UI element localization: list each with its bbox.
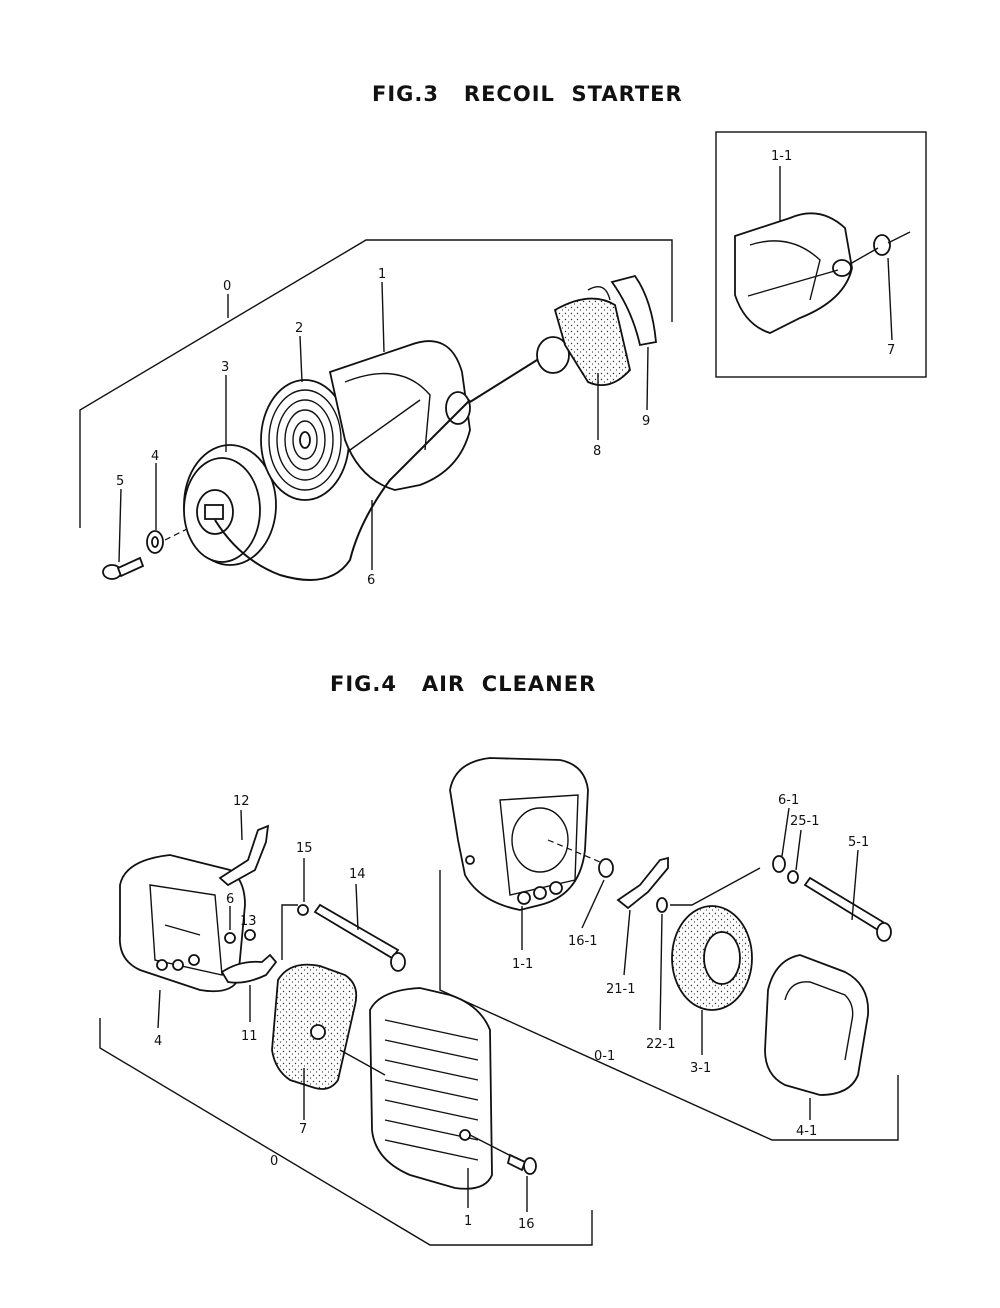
fig3-part-3-reel <box>183 444 277 566</box>
fig4-part-16-1 <box>598 858 614 878</box>
leader-fig4-6-1 <box>781 807 790 857</box>
leader-fig3-1 <box>381 281 385 353</box>
fig3-part-6-rope <box>214 399 471 581</box>
label-fig4-15: 15 <box>296 841 313 856</box>
fig4-part-15 <box>297 904 309 916</box>
leader-fig3-2 <box>299 335 303 383</box>
label-fig3-9: 9 <box>642 414 650 429</box>
fig4-part-11-plate <box>220 953 278 984</box>
fig3-diagram: 0 1 2 3 4 5 6 7 8 9 1-1 <box>79 131 927 588</box>
fig4-part-6-1 <box>772 855 786 873</box>
fig4-part-14-bolt <box>313 903 406 972</box>
fig4-part-1-cover <box>369 987 493 1190</box>
label-fig4-11: 11 <box>241 1029 258 1044</box>
fig3-part-5-bolt <box>102 556 145 580</box>
leader-fig4-21-1 <box>623 909 631 976</box>
fig4-part-4-base <box>118 854 246 993</box>
fig4-part-21-1-lever <box>616 856 669 910</box>
label-fig3-5: 5 <box>116 474 124 489</box>
fig4-part-12-lever <box>218 824 270 887</box>
label-fig4-5-1: 5-1 <box>848 835 869 850</box>
fig3-part-2-spring <box>260 379 350 501</box>
label-fig3-1: 1 <box>378 267 386 282</box>
label-fig4-25-1: 25-1 <box>790 814 820 829</box>
fig3-part-9-grip <box>610 274 657 347</box>
fig4-link-1-16 <box>469 1134 516 1159</box>
leader-fig4-4 <box>157 989 161 1029</box>
fig4-part-13 <box>244 929 256 941</box>
label-fig3-1-1: 1-1 <box>771 149 792 164</box>
fig4-part-4-1-cover <box>764 954 869 1096</box>
fig3-rope-to-handle <box>469 354 546 403</box>
fig4-link-22-1 <box>670 867 761 906</box>
fig4-assembly-bracket-0 <box>99 1018 593 1246</box>
fig4-assembly-bracket-0-1 <box>439 870 899 1141</box>
label-fig3-0: 0 <box>223 279 231 294</box>
leader-fig4-22-1 <box>659 913 663 1031</box>
fig4-part-16-screw <box>506 1153 537 1175</box>
fig3-inset-housing <box>734 212 911 334</box>
label-fig4-6-1: 6-1 <box>778 793 799 808</box>
label-fig3-3: 3 <box>221 360 229 375</box>
leader-fig3-9 <box>646 346 649 411</box>
label-fig4-14: 14 <box>349 867 366 882</box>
leader-fig4-16-1 <box>581 879 605 929</box>
label-fig4-21-1: 21-1 <box>606 982 636 997</box>
label-fig4-13: 13 <box>240 914 257 929</box>
fig4-part-3-1-ring <box>671 905 753 1011</box>
leader-fig4-12 <box>240 809 243 841</box>
label-fig4-1-1: 1-1 <box>512 957 533 972</box>
fig3-axis-dash <box>164 524 196 541</box>
fig3-part-1-housing <box>328 340 471 491</box>
fig4-part-5-1-bolt <box>803 876 892 942</box>
label-fig4-6: 6 <box>226 892 234 907</box>
leader-fig3-5 <box>118 488 122 563</box>
label-fig4-1: 1 <box>464 1214 472 1229</box>
fig4-dash-link <box>281 904 298 960</box>
label-fig3-4: 4 <box>151 449 159 464</box>
label-fig4-12: 12 <box>233 794 250 809</box>
label-fig3-6: 6 <box>367 573 375 588</box>
label-fig3-7: 7 <box>887 343 895 358</box>
fig4-part-25-1 <box>787 870 799 884</box>
label-fig4-4: 4 <box>154 1034 162 1049</box>
leader-fig4-25-1 <box>795 829 802 871</box>
fig3-part-8-handle <box>536 286 631 386</box>
label-fig3-8: 8 <box>593 444 601 459</box>
leader-fig4-5-1 <box>851 849 859 921</box>
fig4-part-6 <box>224 932 236 944</box>
fig4-diagram: 0 1 4 6 7 11 12 13 14 15 16 0-1 1-1 3-1 … <box>99 757 899 1246</box>
label-fig4-3-1: 3-1 <box>690 1061 711 1076</box>
label-fig4-16: 16 <box>518 1217 535 1232</box>
leader-fig4-14 <box>355 883 359 931</box>
fig4-part-1-1-base <box>449 757 589 911</box>
fig3-assembly-bracket <box>79 239 673 528</box>
label-fig4-16-1: 16-1 <box>568 934 598 949</box>
label-fig4-4-1: 4-1 <box>796 1124 817 1139</box>
label-fig4-0: 0 <box>270 1154 278 1169</box>
label-fig4-0-1: 0-1 <box>594 1049 615 1064</box>
fig3-inset-box <box>715 131 927 378</box>
fig4-title: FIG.4 AIR CLEANER <box>330 672 597 696</box>
fig4-part-22-1 <box>656 897 668 913</box>
leader-fig3-7 <box>887 257 893 341</box>
label-fig4-22-1: 22-1 <box>646 1037 676 1052</box>
fig3-title: FIG.3 RECOIL STARTER <box>372 82 683 106</box>
label-fig4-7: 7 <box>299 1122 307 1137</box>
fig4-link-7-1 <box>339 1049 386 1076</box>
fig3-part-4-washer <box>146 530 164 554</box>
label-fig3-2: 2 <box>295 321 303 336</box>
